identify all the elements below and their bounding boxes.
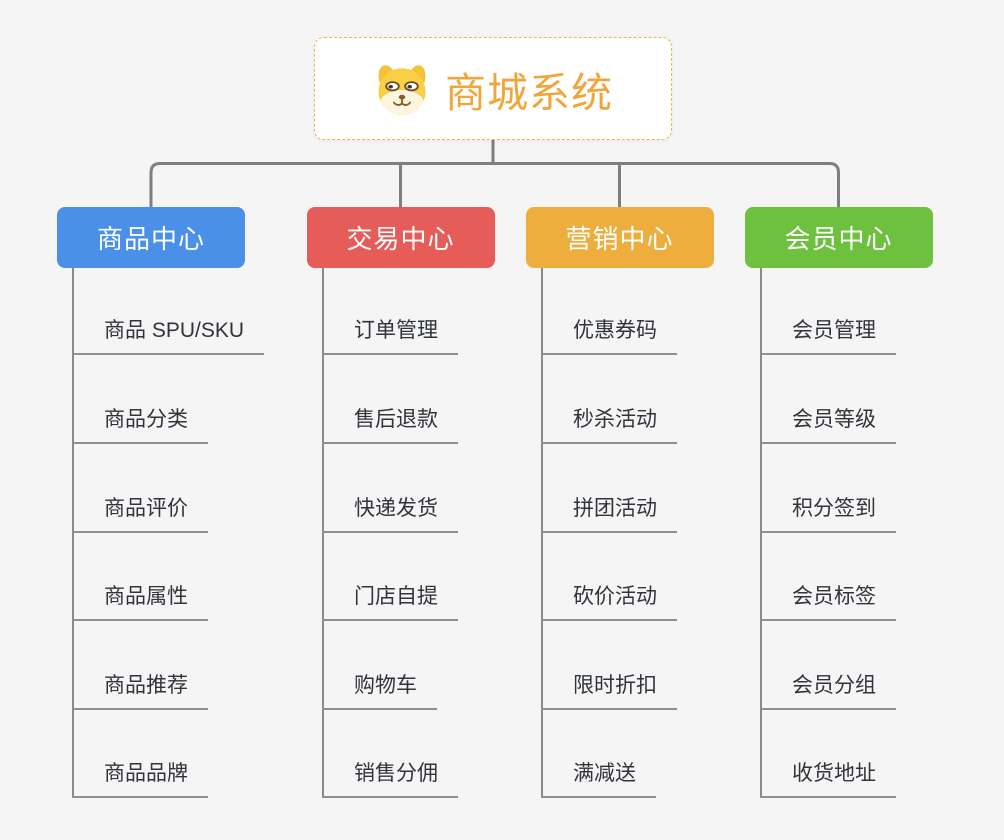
branch-node-2[interactable]: 营销中心 (525, 207, 714, 268)
leaf-node[interactable]: 门店自提 (322, 576, 458, 621)
leaf-node[interactable]: 购物车 (322, 665, 437, 710)
leaf-node[interactable]: 订单管理 (322, 310, 458, 355)
leaf-node[interactable]: 优惠券码 (541, 310, 677, 355)
root-title: 商城系统 (445, 69, 613, 116)
branch-label: 营销中心 (565, 224, 674, 254)
branch-node-0[interactable]: 商品中心 (57, 207, 245, 268)
leaf-node[interactable]: 会员管理 (760, 310, 896, 355)
leaf-node[interactable]: 砍价活动 (541, 576, 677, 621)
branch-node-3[interactable]: 会员中心 (744, 207, 933, 268)
leaf-node[interactable]: 满减送 (541, 753, 656, 798)
leaf-node[interactable]: 售后退款 (322, 399, 458, 444)
branch-label: 会员中心 (784, 224, 893, 254)
leaf-node[interactable]: 商品分类 (72, 399, 208, 444)
doge-icon (378, 64, 426, 115)
leaf-node[interactable]: 销售分佣 (322, 753, 458, 798)
leaf-node[interactable]: 拼团活动 (541, 488, 677, 533)
root-node[interactable]: 商城系统 (314, 37, 672, 140)
leaf-node[interactable]: 会员等级 (760, 399, 896, 444)
leaf-node[interactable]: 商品品牌 (72, 753, 208, 798)
leaf-node[interactable]: 会员标签 (760, 576, 896, 621)
leaf-node[interactable]: 秒杀活动 (541, 399, 677, 444)
leaf-node[interactable]: 限时折扣 (541, 665, 677, 710)
leaf-node[interactable]: 收货地址 (760, 753, 896, 798)
leaf-node[interactable]: 商品评价 (72, 488, 208, 533)
leaf-node[interactable]: 商品推荐 (72, 665, 208, 710)
leaf-node[interactable]: 会员分组 (760, 665, 896, 710)
leaf-node[interactable]: 积分签到 (760, 488, 896, 533)
branch-label: 交易中心 (346, 224, 455, 254)
branch-label: 商品中心 (96, 224, 205, 254)
leaf-node[interactable]: 快递发货 (322, 488, 458, 533)
leaf-node[interactable]: 商品 SPU/SKU (72, 310, 265, 355)
branch-node-1[interactable]: 交易中心 (306, 207, 495, 268)
leaf-node[interactable]: 商品属性 (72, 576, 208, 621)
